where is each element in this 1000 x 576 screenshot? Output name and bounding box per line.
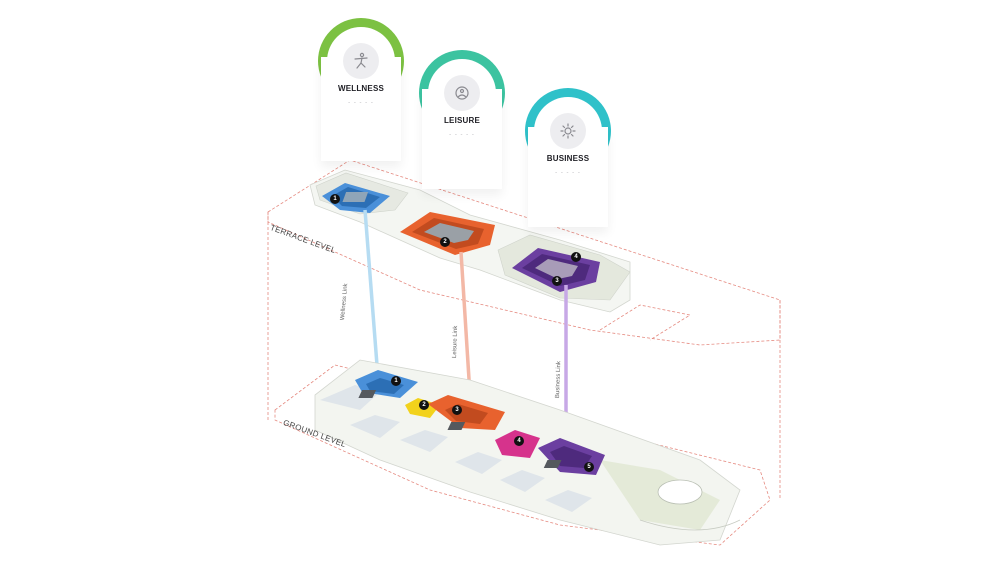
ground-marker-5: 5 (584, 462, 594, 472)
leisure-link-label: Leisure Link (452, 325, 460, 359)
ground-marker-4: 4 (514, 436, 524, 446)
leisure-dots: - - - - - (449, 132, 475, 138)
leisure-link-line (459, 251, 472, 396)
wellness-title: WELLNESS (337, 84, 385, 93)
leisure-icon (444, 75, 480, 111)
business-title: BUSINESS (546, 154, 590, 163)
wellness-dots: - - - - - (348, 100, 374, 106)
business-dots: - - - - - (555, 170, 581, 176)
ground-marker-3: 3 (452, 405, 462, 415)
ground-buildings (358, 390, 562, 468)
ground-marker-1: 1 (391, 376, 401, 386)
ground-marker-2: 2 (419, 400, 429, 410)
terrace-wellness-zone (322, 183, 390, 213)
wellness-card[interactable]: WELLNESS - - - - - (318, 18, 404, 163)
terrace-marker-4: 4 (571, 252, 581, 262)
leisure-title: LEISURE (443, 116, 481, 125)
terrace-marker-1: 1 (330, 194, 340, 204)
business-card[interactable]: BUSINESS - - - - - (525, 88, 611, 228)
business-link-label: Business Link (555, 360, 563, 399)
person-yoga-icon (343, 43, 379, 79)
business-gear-icon (550, 113, 586, 149)
wellness-link-line (363, 209, 380, 379)
terrace-leisure-zone (400, 212, 495, 255)
leisure-card[interactable]: LEISURE - - - - - (419, 50, 505, 190)
terrace-marker-3: 3 (552, 276, 562, 286)
terrace-marker-2: 2 (440, 237, 450, 247)
